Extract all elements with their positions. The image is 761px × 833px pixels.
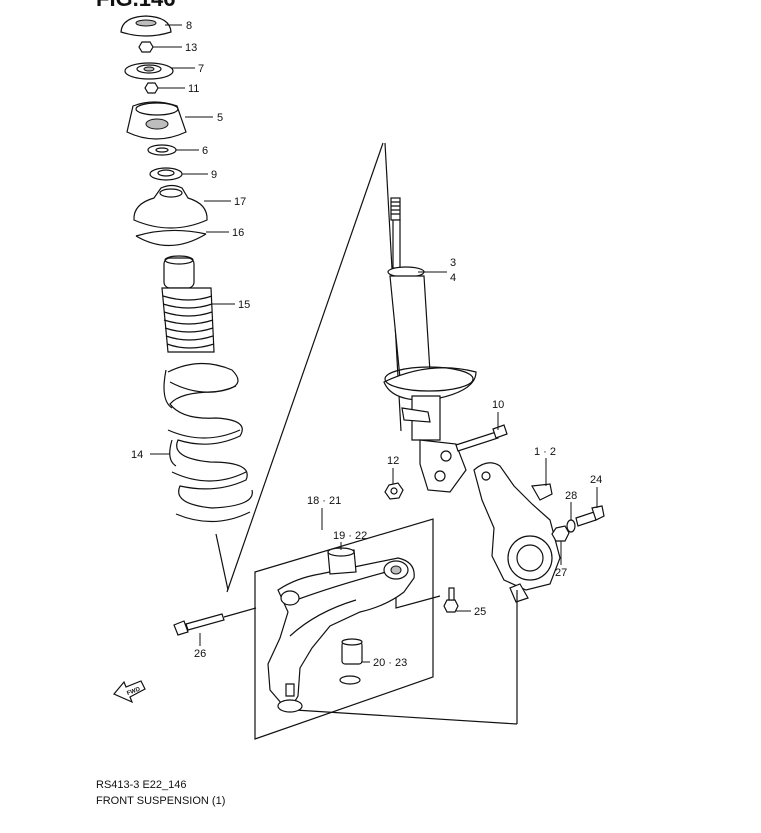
guide-line-bracket <box>395 595 441 609</box>
callout-17: 17 <box>234 196 246 208</box>
part-20-23-bushing <box>339 638 363 685</box>
callout-1-2: 1 · 2 <box>534 446 556 458</box>
part-3-4-strut-assembly <box>383 197 477 493</box>
callout-13: 13 <box>185 42 197 54</box>
part-11-nut <box>144 82 159 94</box>
callout-25: 25 <box>474 606 486 618</box>
callout-4: 4 <box>450 272 456 284</box>
callout-12: 12 <box>387 455 399 467</box>
figure-title: FIG.146 <box>96 0 175 11</box>
part-19-22-bushing <box>327 547 357 575</box>
callout-9: 9 <box>211 169 217 181</box>
callout-11: 11 <box>188 83 199 95</box>
callout-24: 24 <box>590 474 602 486</box>
part-28-washer <box>566 519 576 533</box>
callout-15: 15 <box>238 299 250 311</box>
lower-arm-outline-box <box>254 518 434 740</box>
callout-6: 6 <box>202 145 208 157</box>
callout-8: 8 <box>186 20 192 32</box>
callout-10: 10 <box>492 399 504 411</box>
fwd-label: FWD <box>126 686 142 697</box>
part-15-bump-stop-boot <box>161 255 215 353</box>
part-16-spring-seat-rubber <box>135 229 207 247</box>
callout-3: 3 <box>450 257 456 269</box>
fwd-arrow-icon: FWD <box>113 680 146 704</box>
callout-28: 28 <box>565 490 577 502</box>
guide-line-balljoint <box>294 709 518 725</box>
part-27-nut <box>551 525 570 542</box>
model-code: RS413-3 E22_146 <box>96 779 187 791</box>
callout-26: 26 <box>194 648 206 660</box>
figure-caption: FRONT SUSPENSION (1) <box>96 795 226 807</box>
part-10-bolt <box>455 424 508 452</box>
part-12-nut <box>384 482 404 500</box>
part-13-nut <box>138 41 154 53</box>
part-24-bolt <box>575 505 605 527</box>
ball-joint <box>277 683 303 713</box>
part-17-upper-spring-seat <box>133 184 208 229</box>
part-18-21-lower-control-arm <box>267 557 415 706</box>
callout-27: 27 <box>555 567 567 579</box>
guide-line-left <box>226 142 384 593</box>
part-7-bearing-plate <box>124 62 174 80</box>
callout-16: 16 <box>232 227 244 239</box>
callout-19-22: 19 · 22 <box>333 530 367 542</box>
part-26-bolt <box>173 607 257 636</box>
callout-lines <box>150 24 598 663</box>
part-5-strut-mount <box>126 101 187 140</box>
part-9-washer <box>149 167 183 181</box>
callout-20-23: 20 · 23 <box>373 657 407 669</box>
part-1-2-steering-knuckle <box>473 462 561 603</box>
part-25-bolt <box>443 587 459 613</box>
part-8-mount-cap <box>120 15 172 37</box>
callout-7: 7 <box>198 63 204 75</box>
callout-18-21: 18 · 21 <box>307 495 341 507</box>
part-14-coil-spring <box>163 362 253 523</box>
callout-5: 5 <box>217 112 223 124</box>
guide-line-spring <box>215 533 229 591</box>
callout-14: 14 <box>131 449 143 461</box>
part-6-washer <box>147 144 177 156</box>
